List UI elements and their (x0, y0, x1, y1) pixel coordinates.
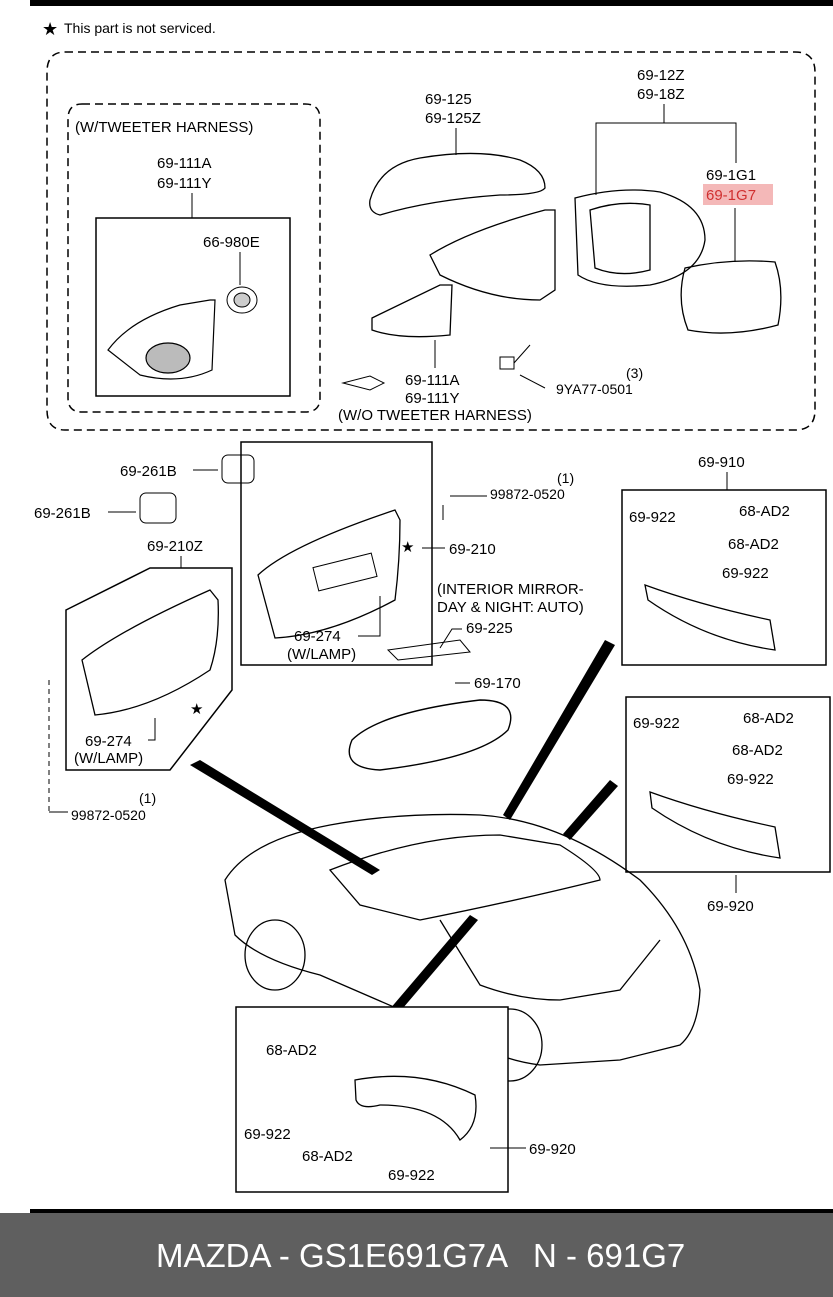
leader-wedge (563, 780, 618, 840)
box2-label-69-922-b: 69-922 (727, 771, 774, 788)
assist-grip-box-3 (235, 1006, 509, 1193)
label-66-980E: 66-980E (203, 234, 260, 251)
star-icon: ★ (401, 539, 414, 556)
mirror-cover-small-icon (386, 639, 471, 661)
tweeter-box (95, 217, 291, 397)
label-9YA77-0501: 9YA77-0501 (556, 381, 633, 397)
bottom-rule (30, 1209, 833, 1213)
mirror-body-icon (429, 189, 706, 301)
assist-grip-box-1 (621, 489, 827, 666)
interior-mirror-label-2: DAY & NIGHT: AUTO) (437, 599, 584, 616)
assist-grip-icon (354, 1075, 477, 1141)
label-99872-0520-b: 99872-0520 (71, 807, 146, 823)
inner-garnish-icon (371, 284, 453, 338)
box3-label-68-AD2-b: 68-AD2 (302, 1148, 353, 1165)
mirror-glass-icon (680, 260, 782, 334)
label-69-274-a: 69-274 (294, 628, 341, 645)
box1-label-69-922-b: 69-922 (722, 565, 769, 582)
label-69-261B-b: 69-261B (34, 505, 91, 522)
label-69-210Z: 69-210Z (147, 538, 203, 555)
box3-label-69-922-b: 69-922 (388, 1167, 435, 1184)
label-69-111Y-top: 69-111Y (157, 175, 212, 192)
label-69-111A-top: 69-111A (157, 155, 212, 172)
tweeter-group-frame (67, 103, 321, 413)
label-99872-qty-b: (1) (139, 790, 156, 806)
visor-z-box (65, 567, 233, 771)
label-69-274-b: 69-274 (85, 733, 132, 750)
leader-wedge (190, 760, 380, 875)
footer-bar: MAZDA - GS1E691G7A N - 691G7 (0, 1213, 833, 1297)
w-lamp-1: (W/LAMP) (287, 646, 356, 663)
box3-label-69-922-a: 69-922 (244, 1126, 291, 1143)
sun-visor-z-icon (81, 589, 219, 716)
not-serviced-note: This part is not serviced. (64, 20, 216, 36)
label-69-1G1: 69-1G1 (706, 167, 756, 184)
door-mirror-group-frame (46, 51, 816, 431)
highlight-box (703, 184, 773, 205)
label-69-12Z: 69-12Z (637, 67, 685, 84)
box2-label-68-AD2-a: 68-AD2 (743, 710, 794, 727)
front-arrow-icon (341, 375, 386, 391)
w-lamp-2: (W/LAMP) (74, 750, 143, 767)
footer-part-number: MAZDA - GS1E691G7A (156, 1237, 509, 1274)
footer-ref-number: N - 691G7 (533, 1237, 686, 1274)
box1-label-68-AD2-a: 68-AD2 (739, 503, 790, 520)
label-69-920-a: 69-920 (707, 898, 754, 915)
sun-visor-icon (257, 509, 401, 639)
interior-mirror-label-1: (INTERIOR MIRROR- (437, 581, 584, 598)
assist-grip-icon (649, 791, 781, 859)
assist-grip-box-2 (625, 696, 831, 873)
rear-view-mirror-icon (348, 699, 512, 771)
wo-tweeter-label: (W/O TWEETER HARNESS) (338, 407, 532, 424)
clip-icon (221, 454, 255, 484)
label-69-170: 69-170 (474, 675, 521, 692)
label-69-210: 69-210 (449, 541, 496, 558)
leader-wedge (372, 915, 478, 1035)
leader-wedge (503, 640, 615, 820)
label-69-111Y-mid: 69-111Y (405, 390, 460, 407)
tweeter-speaker-icon (226, 286, 258, 314)
box1-label-68-AD2-b: 68-AD2 (728, 536, 779, 553)
star-icon: ★ (190, 701, 203, 718)
bolt-icon (499, 344, 531, 370)
label-69-125: 69-125 (425, 91, 472, 108)
star-icon: ★ (42, 19, 58, 39)
tweeter-garnish-icon (107, 299, 216, 380)
label-99872-0520-a: 99872-0520 (490, 486, 565, 502)
assist-grip-icon (644, 583, 776, 651)
label-69-125Z: 69-125Z (425, 110, 481, 127)
label-69-910: 69-910 (698, 454, 745, 471)
tweeter-group-title: (W/TWEETER HARNESS) (75, 119, 253, 136)
box3-label-68-AD2-a: 68-AD2 (266, 1042, 317, 1059)
label-9YA77-qty: (3) (626, 365, 643, 381)
label-69-920-b: 69-920 (529, 1141, 576, 1158)
label-69-18Z: 69-18Z (637, 86, 685, 103)
top-rule (30, 0, 833, 6)
label-69-225: 69-225 (466, 620, 513, 637)
visor-box (240, 441, 433, 666)
label-69-111A-mid: 69-111A (405, 372, 460, 389)
box1-label-69-922-a: 69-922 (629, 509, 676, 526)
label-69-261B-a: 69-261B (120, 463, 177, 480)
mirror-cover-icon (369, 152, 546, 216)
parts-diagram: ★ This part is not serviced. (W/TWEETER … (30, 0, 833, 1213)
label-99872-qty-a: (1) (557, 470, 574, 486)
box2-label-68-AD2-b: 68-AD2 (732, 742, 783, 759)
holder-icon (139, 492, 177, 524)
label-69-1G7: 69-1G7 (706, 187, 756, 204)
box2-label-69-922-a: 69-922 (633, 715, 680, 732)
